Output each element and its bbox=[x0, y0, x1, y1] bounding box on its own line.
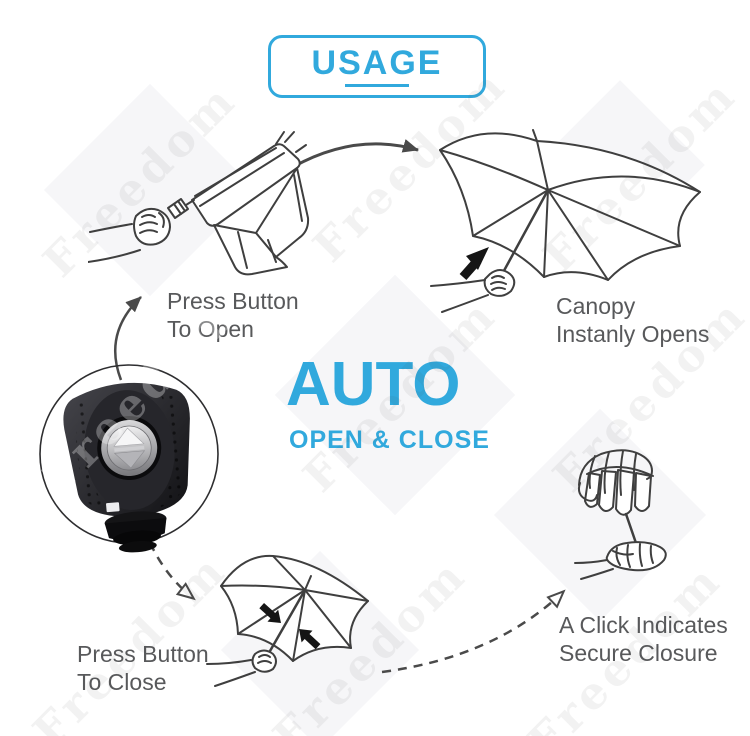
caption-line: Secure Closure bbox=[559, 640, 718, 666]
shaft bbox=[624, 512, 639, 548]
dashed-arrow-close-to-click-step bbox=[381, 589, 566, 674]
arm-line bbox=[87, 249, 141, 263]
black-direction-arrow bbox=[259, 603, 281, 623]
button-glint bbox=[110, 429, 124, 441]
fist bbox=[133, 207, 171, 246]
ferrule-tip bbox=[532, 129, 538, 142]
shaft bbox=[498, 188, 550, 280]
black-direction-arrow bbox=[299, 629, 321, 650]
button-divider bbox=[114, 445, 145, 452]
caption-canopy-opens: Canopy Instanly Opens bbox=[556, 292, 709, 348]
neck-highlight bbox=[106, 502, 120, 513]
fold-lines bbox=[194, 147, 285, 207]
folded-umbrella-art bbox=[87, 131, 310, 276]
bottom-palm bbox=[605, 541, 667, 572]
illustration-press-to-close bbox=[203, 546, 393, 703]
thumb-line bbox=[612, 550, 634, 556]
finger-lines bbox=[257, 654, 272, 664]
thumb-line bbox=[577, 482, 598, 502]
finger-lines bbox=[139, 212, 165, 234]
open-triangle-icon bbox=[113, 427, 145, 447]
handle-stripes bbox=[173, 200, 186, 215]
auto-heading: AUTO bbox=[286, 350, 461, 419]
caption-line: To Open bbox=[167, 316, 254, 342]
close-triangle-icon bbox=[113, 450, 146, 469]
canopy-fold bbox=[584, 472, 601, 508]
usage-underline bbox=[345, 84, 409, 87]
fold-line bbox=[293, 174, 303, 222]
grip-dots-left bbox=[76, 401, 117, 514]
illustration-press-to-open bbox=[87, 120, 316, 297]
auto-open-close-handle-button bbox=[39, 364, 219, 553]
wrist-lines bbox=[574, 559, 614, 580]
caption-line: Press Button bbox=[167, 288, 299, 314]
finger-lines bbox=[615, 543, 654, 568]
illustration-secure-closure bbox=[573, 443, 715, 620]
caption-line: A Click Indicates bbox=[559, 612, 728, 638]
hands-closing-umbrella-art bbox=[574, 449, 667, 580]
usage-header-box: USAGE bbox=[268, 35, 486, 98]
finger-lines bbox=[490, 275, 507, 291]
caption-line: To Close bbox=[77, 669, 167, 695]
caption-line: Press Button bbox=[77, 641, 209, 667]
usage-title: USAGE bbox=[311, 44, 443, 82]
arm-lines bbox=[430, 279, 489, 313]
arm-line bbox=[89, 223, 133, 233]
finger-lines bbox=[588, 450, 637, 496]
handle-button-photo bbox=[38, 362, 223, 561]
top-hand-outline bbox=[578, 449, 653, 486]
open-umbrella-art bbox=[430, 129, 701, 313]
handle-connector bbox=[185, 199, 195, 206]
closing-umbrella-art bbox=[206, 554, 369, 687]
grip-dots-right bbox=[152, 395, 183, 511]
ferrule-tip bbox=[304, 575, 312, 591]
canopy-fold bbox=[634, 472, 652, 512]
caption-press-to-open: Press Button To Open bbox=[167, 287, 299, 343]
canopy-top-edge bbox=[586, 465, 654, 477]
canopy-fold bbox=[598, 470, 617, 512]
black-direction-arrow bbox=[459, 247, 489, 280]
arm-lines bbox=[206, 659, 256, 687]
caption-line: Canopy bbox=[556, 293, 636, 319]
caption-secure-closure: A Click Indicates Secure Closure bbox=[559, 611, 728, 667]
fold-lines bbox=[237, 231, 277, 269]
canopy-fold bbox=[615, 469, 635, 516]
illustration-canopy-opens bbox=[428, 128, 713, 318]
caption-press-to-close: Press Button To Close bbox=[77, 640, 209, 696]
caption-line: Instanly Opens bbox=[556, 321, 710, 347]
open-close-subheading: OPEN & CLOSE bbox=[289, 426, 490, 454]
canopy bbox=[439, 132, 701, 281]
shaft bbox=[264, 588, 307, 660]
ribs bbox=[439, 140, 701, 281]
canopy-panel-bottom bbox=[213, 224, 288, 276]
